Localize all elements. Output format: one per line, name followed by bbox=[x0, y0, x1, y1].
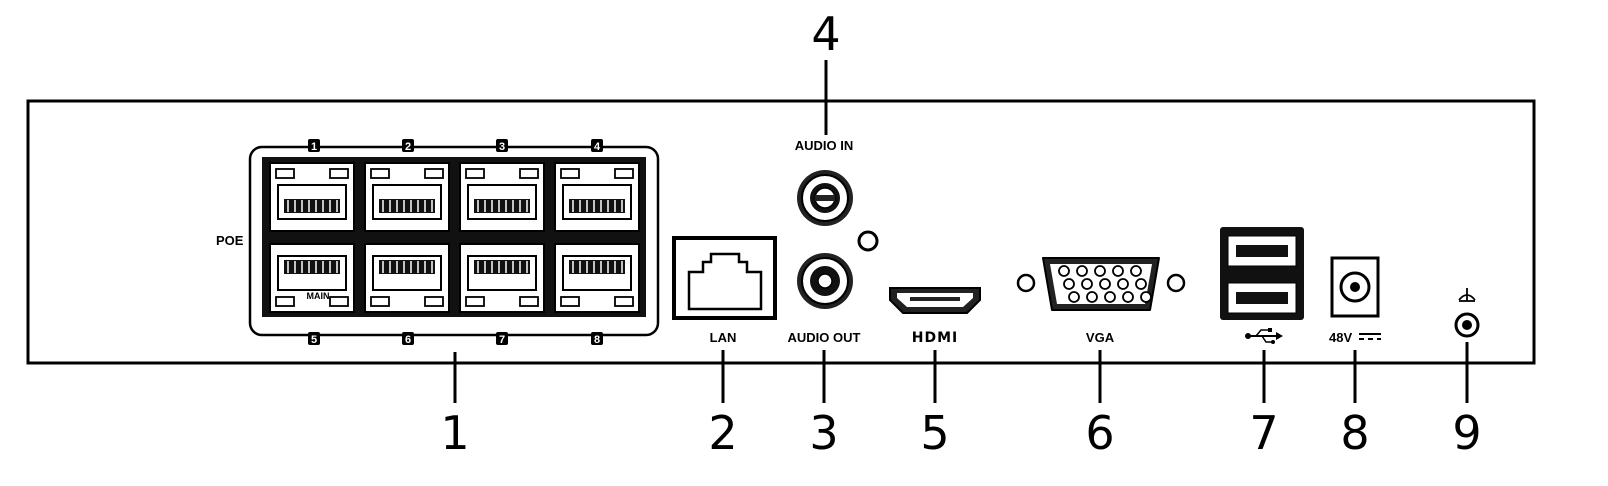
audio-out-label: AUDIO OUT bbox=[788, 330, 861, 345]
poe-port-number-1: 1 bbox=[308, 139, 320, 153]
callout-9: 9 bbox=[1452, 406, 1481, 460]
svg-text:1: 1 bbox=[311, 141, 317, 153]
usb-icon bbox=[1245, 328, 1283, 344]
poe-port-3[interactable] bbox=[459, 162, 545, 232]
poe-label: POE bbox=[216, 233, 244, 248]
chassis-outline bbox=[26, 99, 1536, 365]
poe-port-number-2: 2 bbox=[402, 139, 414, 153]
callout-4: 4 bbox=[811, 7, 840, 61]
lan-label: LAN bbox=[710, 330, 737, 345]
poe-block-outline bbox=[248, 145, 660, 337]
dc-symbol-icon bbox=[1359, 333, 1381, 340]
svg-text:6: 6 bbox=[405, 334, 411, 346]
poe-port-block: POE 1 2 3 4 5 6 7 8 MAIN bbox=[216, 139, 660, 346]
poe-port-2[interactable] bbox=[364, 162, 450, 232]
svg-text:5: 5 bbox=[311, 334, 317, 346]
poe-port-6[interactable] bbox=[364, 243, 450, 313]
callout-2: 2 bbox=[708, 406, 737, 460]
poe-port-number-5: 5 bbox=[308, 332, 320, 346]
power-label: 48V bbox=[1329, 330, 1352, 345]
callout-numbers: 1 2 3 4 5 6 7 8 9 bbox=[440, 7, 1481, 460]
audio-out-jack[interactable]: AUDIO OUT bbox=[788, 253, 861, 345]
hdmi-port[interactable]: HDMI bbox=[889, 287, 981, 346]
svg-text:8: 8 bbox=[594, 334, 600, 346]
callout-1: 1 bbox=[440, 406, 469, 460]
poe-port-number-3: 3 bbox=[496, 139, 508, 153]
poe-ports bbox=[269, 162, 640, 313]
poe-port-8[interactable] bbox=[554, 243, 640, 313]
poe-port-number-6: 6 bbox=[402, 332, 414, 346]
vga-label: VGA bbox=[1086, 330, 1115, 345]
audio-led bbox=[857, 230, 879, 252]
poe-port-numbers: 1 2 3 4 5 6 7 8 bbox=[308, 139, 603, 346]
poe-port-1[interactable] bbox=[269, 162, 355, 232]
callout-8: 8 bbox=[1340, 406, 1369, 460]
callout-6: 6 bbox=[1085, 406, 1114, 460]
audio-in-jack[interactable]: AUDIO IN bbox=[795, 138, 854, 226]
poe-port-5[interactable] bbox=[269, 243, 355, 313]
power-input[interactable]: 48V bbox=[1329, 256, 1381, 345]
poe-main-text: MAIN bbox=[307, 291, 330, 301]
callout-5: 5 bbox=[920, 406, 949, 460]
audio-in-label: AUDIO IN bbox=[795, 138, 854, 153]
lan-port[interactable]: LAN bbox=[672, 236, 777, 345]
svg-text:7: 7 bbox=[499, 334, 505, 346]
svg-text:2: 2 bbox=[405, 141, 411, 153]
poe-port-number-7: 7 bbox=[496, 332, 508, 346]
poe-port-4[interactable] bbox=[554, 162, 640, 232]
poe-port-number-4: 4 bbox=[591, 139, 603, 153]
svg-text:4: 4 bbox=[594, 141, 601, 153]
vga-port[interactable]: VGA bbox=[1016, 257, 1186, 345]
ground-terminal[interactable] bbox=[1454, 288, 1480, 338]
poe-port-number-8: 8 bbox=[591, 332, 603, 346]
usb-ports[interactable] bbox=[1220, 227, 1304, 344]
poe-port-7[interactable] bbox=[459, 243, 545, 313]
ground-icon bbox=[1458, 288, 1476, 302]
svg-text:3: 3 bbox=[499, 141, 505, 153]
callout-lines bbox=[453, 60, 1469, 403]
callout-3: 3 bbox=[809, 406, 838, 460]
callout-7: 7 bbox=[1249, 406, 1278, 460]
hdmi-label: HDMI bbox=[912, 330, 958, 346]
